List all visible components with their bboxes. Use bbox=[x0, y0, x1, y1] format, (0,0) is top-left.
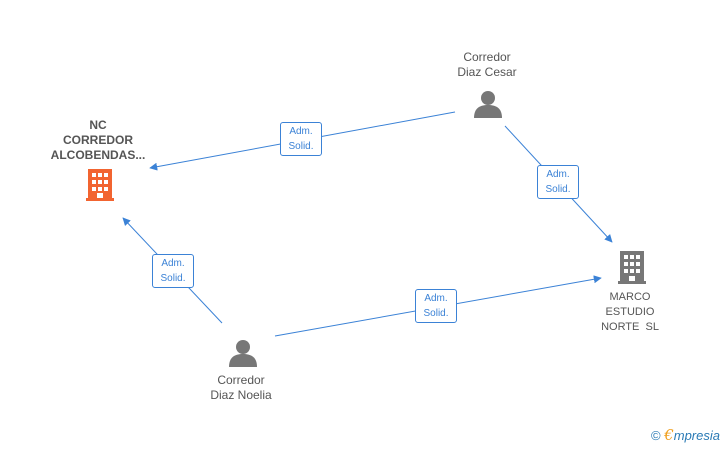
building-icon[interactable] bbox=[618, 251, 646, 284]
copyright-symbol: © bbox=[650, 428, 661, 443]
badge-line: Solid. bbox=[160, 273, 186, 284]
label-line: Diaz Cesar bbox=[457, 65, 517, 79]
label-line: ALCOBENDAS... bbox=[50, 148, 146, 162]
empresia-watermark[interactable]: © €mpresia bbox=[651, 426, 720, 444]
edge-label-noelia-marco[interactable]: Adm. Solid. bbox=[415, 289, 457, 323]
edge-label-noelia-nc[interactable]: Adm. Solid. bbox=[152, 254, 194, 288]
badge-line: Adm. bbox=[424, 293, 448, 304]
person-label-diaz-cesar[interactable]: Corredor Diaz Cesar bbox=[437, 50, 537, 80]
person-label-diaz-noelia[interactable]: Corredor Diaz Noelia bbox=[191, 373, 291, 403]
badge-line: Adm. bbox=[289, 126, 313, 137]
label-line: NC bbox=[89, 118, 107, 132]
building-icon[interactable] bbox=[86, 169, 114, 201]
label-line: Corredor bbox=[217, 373, 265, 387]
badge-line: Solid. bbox=[423, 308, 449, 319]
badge-line: Solid. bbox=[545, 184, 571, 195]
badge-line: Solid. bbox=[288, 141, 314, 152]
label-line: CORREDOR bbox=[62, 133, 133, 147]
company-label-marco-estudio[interactable]: MARCO ESTUDIO NORTE SL bbox=[580, 290, 680, 335]
label-line: MARCO bbox=[609, 291, 651, 303]
label-line: ESTUDIO bbox=[605, 306, 655, 318]
badge-line: Adm. bbox=[546, 169, 570, 180]
badge-line: Adm. bbox=[161, 258, 185, 269]
person-icon[interactable] bbox=[229, 340, 257, 367]
label-line: Diaz Noelia bbox=[210, 388, 272, 402]
brand-name: mpresia bbox=[673, 428, 720, 443]
person-icon[interactable] bbox=[474, 91, 502, 118]
label-line: Corredor bbox=[463, 50, 511, 64]
edge-label-cesar-nc[interactable]: Adm. Solid. bbox=[280, 122, 322, 156]
brand-initial: € bbox=[664, 426, 674, 444]
label-line: NORTE SL bbox=[601, 321, 659, 333]
edge-label-cesar-marco[interactable]: Adm. Solid. bbox=[537, 165, 579, 199]
company-label-nc-corredor[interactable]: NC CORREDOR ALCOBENDAS... bbox=[38, 118, 158, 163]
